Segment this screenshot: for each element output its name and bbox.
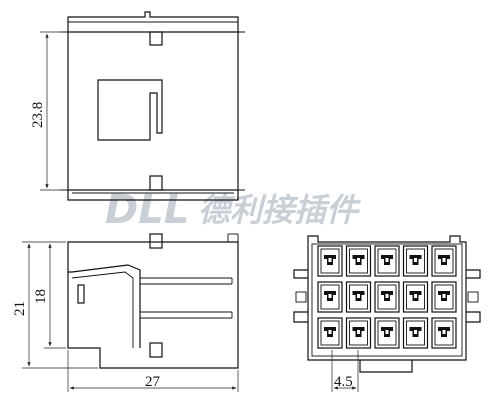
terminal-cavity [317,245,343,277]
front-view-left-clip-bottom [293,311,308,323]
dim-side-inner-height: 18 [33,289,49,304]
top-view-upper-strip [67,11,239,22]
terminal-cavity [402,281,429,313]
terminal-cavity [317,317,343,349]
top-view: 23.8 [30,11,245,201]
side-view-body [67,241,239,369]
terminal-cavity [345,317,372,349]
dim-side-outer-height: 21 [12,301,28,316]
terminal-cavity [374,317,400,349]
front-view-bottom-latch [359,360,413,373]
side-view-bottom-tab [149,342,163,358]
watermark-chinese: 德利接插件 [198,191,361,229]
terminal-cavity [374,245,400,277]
top-view-lower-strip [67,190,239,201]
front-view-right-clip-bottom [466,311,481,323]
top-view-body [67,31,239,191]
front-view-left-clip-top [293,269,308,279]
side-view: 21 18 27 [12,233,239,392]
terminal-cavity [431,281,457,313]
terminal-cavity [317,281,343,313]
watermark-brand: DLL [105,187,189,233]
dim-top-height: 23.8 [30,102,46,128]
front-view-housing [307,235,467,361]
terminal-cavity [374,281,400,313]
watermark: DLL 德利接插件 [105,187,361,233]
front-view: 4.5 [293,235,481,392]
side-view-notch [77,284,85,304]
front-view-pin-grid [317,245,457,349]
top-view-upper-tab [149,31,163,46]
front-view-right-clip-top [466,269,481,279]
terminal-cavity [345,245,372,277]
terminal-cavity [431,245,457,277]
dim-side-width: 27 [145,374,161,390]
dim-pitch: 4.5 [334,374,353,390]
terminal-cavity [431,317,457,349]
terminal-cavity [402,245,429,277]
terminal-cavity [402,317,429,349]
side-view-latch-arm [68,264,141,348]
terminal-cavity [345,281,372,313]
side-view-top-tab [149,233,163,249]
top-view-window [97,79,163,141]
